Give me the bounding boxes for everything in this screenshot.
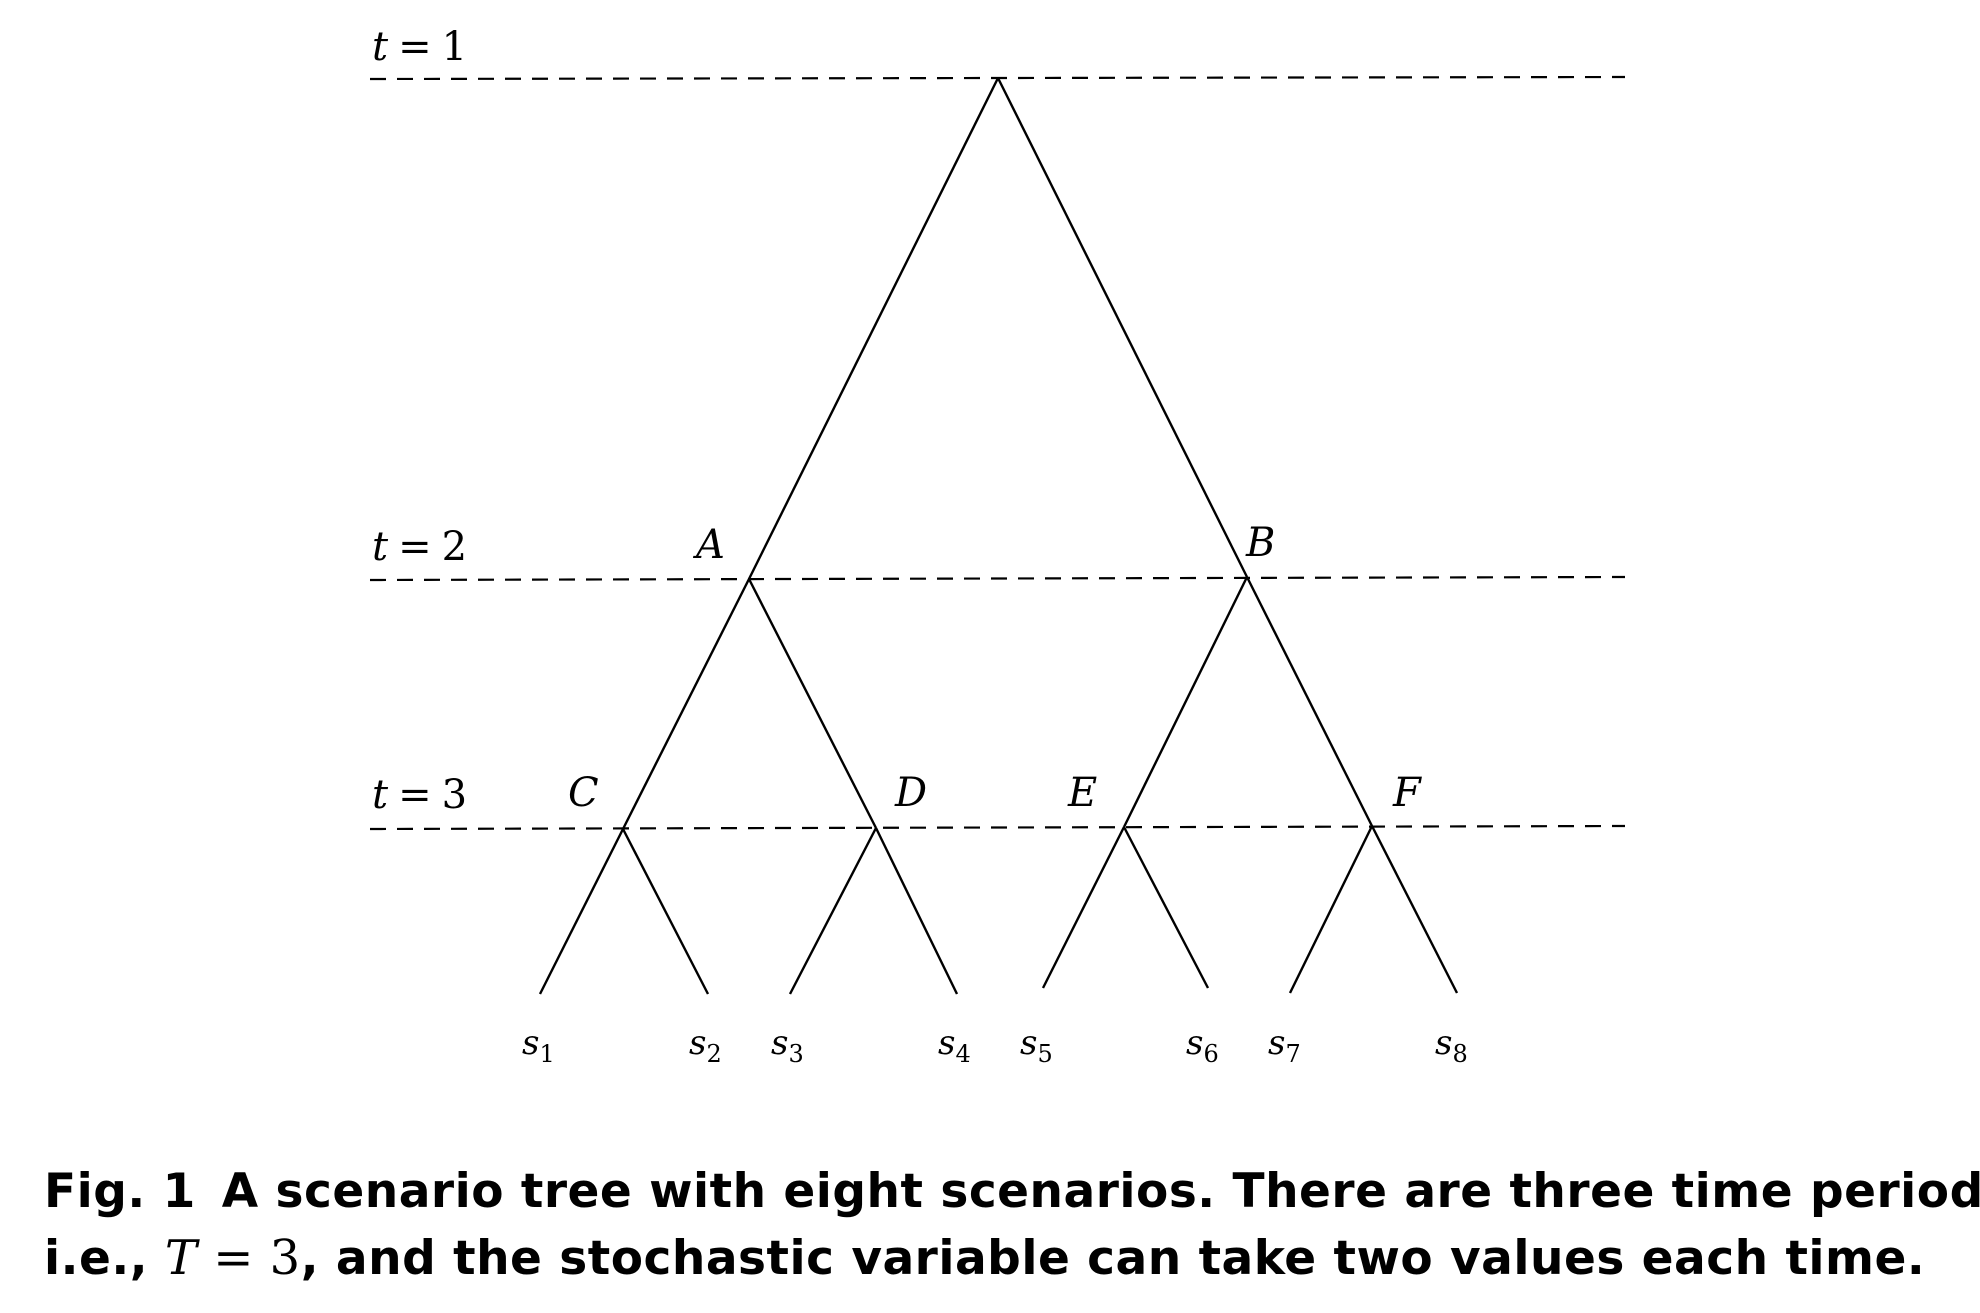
edge-E-s5 (1041, 826, 1126, 989)
time-label-3: t=3 (372, 772, 467, 818)
scenario-label-6: s6 (1186, 1023, 1219, 1068)
edge-F-s7 (1288, 825, 1374, 994)
edge-C-s1 (538, 828, 625, 995)
figure-number: Fig. 1 (44, 1164, 196, 1219)
caption-line-2: i.e., T = 3, and the stochastic variable… (44, 1225, 1964, 1292)
scenario-label-3: s3 (771, 1023, 804, 1068)
edge-D-s3 (788, 827, 878, 995)
caption-math: T = 3 (165, 1230, 301, 1286)
edge-root-A (747, 77, 1000, 580)
scenario-label-8: s8 (1435, 1023, 1468, 1068)
caption-math-var: T (164, 1230, 198, 1286)
caption-prefix: i.e., (44, 1231, 165, 1286)
time-line-2 (369, 575, 1626, 582)
edge-B-F (1245, 576, 1374, 827)
time-label-1: t=1 (372, 24, 467, 70)
edge-A-D (747, 578, 878, 829)
edge-B-E (1122, 576, 1249, 828)
scenario-label-7: s7 (1268, 1023, 1301, 1068)
edge-A-C (621, 578, 751, 830)
edge-E-s6 (1122, 826, 1210, 989)
scenario-label-4: s4 (938, 1023, 971, 1068)
time-label-2: t=2 (372, 524, 467, 570)
caption-math-rest: = 3 (197, 1230, 301, 1286)
node-label-A: A (692, 522, 725, 568)
edge-D-s4 (874, 827, 959, 995)
edge-F-s8 (1370, 825, 1459, 994)
caption-suffix: , and the stochastic variable can take t… (300, 1231, 1926, 1286)
node-label-D: D (894, 770, 927, 816)
node-label-F: F (1392, 770, 1422, 816)
node-label-B: B (1245, 520, 1275, 566)
edge-root-B (996, 77, 1249, 578)
node-label-E: E (1067, 770, 1097, 816)
scenario-label-1: s1 (522, 1023, 555, 1068)
edge-C-s2 (621, 828, 710, 995)
scenario-label-2: s2 (689, 1023, 722, 1068)
caption-text-1: A scenario tree with eight scenarios. Th… (221, 1164, 1980, 1219)
time-line-3 (369, 824, 1626, 831)
figure-caption: Fig. 1 A scenario tree with eight scenari… (44, 1158, 1980, 1292)
caption-line-1: Fig. 1 A scenario tree with eight scenari… (44, 1158, 1980, 1225)
node-label-C: C (568, 770, 599, 816)
scenario-label-5: s5 (1020, 1023, 1053, 1068)
